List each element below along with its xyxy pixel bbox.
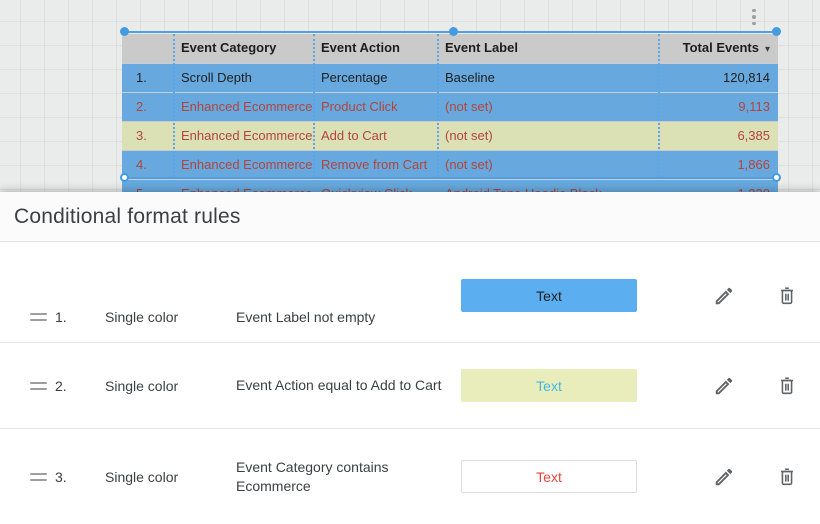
delete-trash-icon [781,376,793,394]
format-rule-row: 2. Single color Event Action equal to Ad… [0,343,820,429]
cell-event-category: Enhanced Ecommerce [181,99,313,114]
table-row: 2. Enhanced Ecommerce Product Click (not… [122,92,778,121]
header-total-events-label: Total Events [682,40,759,55]
cell-total-events: 1,320 [737,180,770,192]
conditional-format-panel: Conditional format rules 1. Single color… [0,192,820,524]
rule-type: Single color [105,377,179,394]
edit-rule-button[interactable] [706,459,742,495]
selection-border-bottom [122,177,778,179]
header-total-events[interactable]: Total Events ▾ [683,34,770,63]
rule-style-swatch[interactable]: Text [461,279,637,312]
rule-style-swatch[interactable]: Text [461,369,637,402]
table-row: 3. Enhanced Ecommerce Add to Cart (not s… [122,121,778,150]
drag-handle-icon[interactable] [28,267,48,367]
cell-row-number: 1. [136,70,147,85]
delete-rule-button[interactable] [769,459,805,495]
table-header-row: Event Category Event Action Event Label … [122,34,778,63]
column-guide-line [313,34,315,177]
header-event-action[interactable]: Event Action [321,40,400,55]
cell-event-label: (not set) [445,128,493,143]
sort-arrow-icon: ▾ [764,44,770,55]
format-rule-row: 3. Single color Event Category contains … [0,429,820,524]
table-row: 4. Enhanced Ecommerce Remove from Cart (… [122,150,778,179]
cell-event-category: Scroll Depth [181,70,252,85]
cell-row-number: 5. [136,180,147,192]
report-canvas: Event Category Event Action Event Label … [0,0,820,192]
cell-event-action: Product Click [321,99,398,114]
cell-event-action: Add to Cart [321,128,387,143]
resize-handle-top-middle[interactable] [449,27,458,36]
cell-event-label: (not set) [445,157,493,172]
delete-trash-icon [781,287,793,305]
column-guide-line [173,34,175,177]
cell-event-label: (not set) [445,99,493,114]
resize-handle-bottom-right[interactable] [772,173,781,182]
cell-event-category: Enhanced Ecommerce [181,180,313,192]
drag-handle-icon[interactable] [28,343,48,428]
cell-event-action: Remove from Cart [321,157,428,172]
cell-row-number: 2. [136,99,147,114]
column-guide-line [437,34,439,177]
resize-handle-top-right[interactable] [772,27,781,36]
rule-type: Single color [105,468,179,485]
table-row: 1. Scroll Depth Percentage Baseline 120,… [122,63,778,92]
table-row: 5. Enhanced Ecommerce Quickview Click An… [122,179,778,192]
data-table[interactable]: Event Category Event Action Event Label … [122,34,778,192]
delete-rule-button[interactable] [769,278,805,314]
edit-pencil-icon [715,287,733,305]
cell-event-label: Android Tone Hoodie Black [445,180,602,192]
edit-rule-button[interactable] [706,278,742,314]
rule-condition: Event Category contains Ecommerce [236,458,389,494]
cell-event-category: Enhanced Ecommerce [181,128,313,143]
rule-style-swatch[interactable]: Text [461,460,637,493]
cell-event-action: Quickview Click [321,180,412,192]
edit-pencil-icon [715,377,733,394]
kebab-menu-icon[interactable] [747,4,761,30]
drag-handle-icon[interactable] [28,429,48,524]
rule-number: 1. [55,309,67,325]
header-event-label[interactable]: Event Label [445,40,518,55]
cell-total-events: 120,814 [723,70,770,85]
cell-event-category: Enhanced Ecommerce [181,157,313,172]
resize-handle-top-left[interactable] [120,27,129,36]
cell-total-events: 9,113 [738,99,770,114]
cell-event-label: Baseline [445,70,495,85]
header-event-category[interactable]: Event Category [181,40,277,55]
rule-number: 2. [55,377,67,394]
cell-row-number: 3. [136,128,147,143]
cell-total-events: 6,385 [737,128,770,143]
resize-handle-bottom-left[interactable] [120,173,129,182]
column-guide-line [658,34,660,177]
panel-title: Conditional format rules [14,204,241,228]
rule-number: 3. [55,468,67,485]
edit-rule-button[interactable] [706,368,742,404]
delete-rule-button[interactable] [769,368,805,404]
rule-condition: Event Label not empty [236,308,376,325]
rule-type: Single color [105,309,179,325]
delete-trash-icon [781,467,793,485]
cell-row-number: 4. [136,157,147,172]
format-rule-row: 1. Single color Event Label not empty Te… [0,242,820,343]
edit-pencil-icon [715,468,733,485]
cell-total-events: 1,866 [737,157,770,172]
panel-header: Conditional format rules [0,192,820,242]
rule-condition: Event Action equal to Add to Cart [236,377,442,393]
cell-event-action: Percentage [321,70,388,85]
